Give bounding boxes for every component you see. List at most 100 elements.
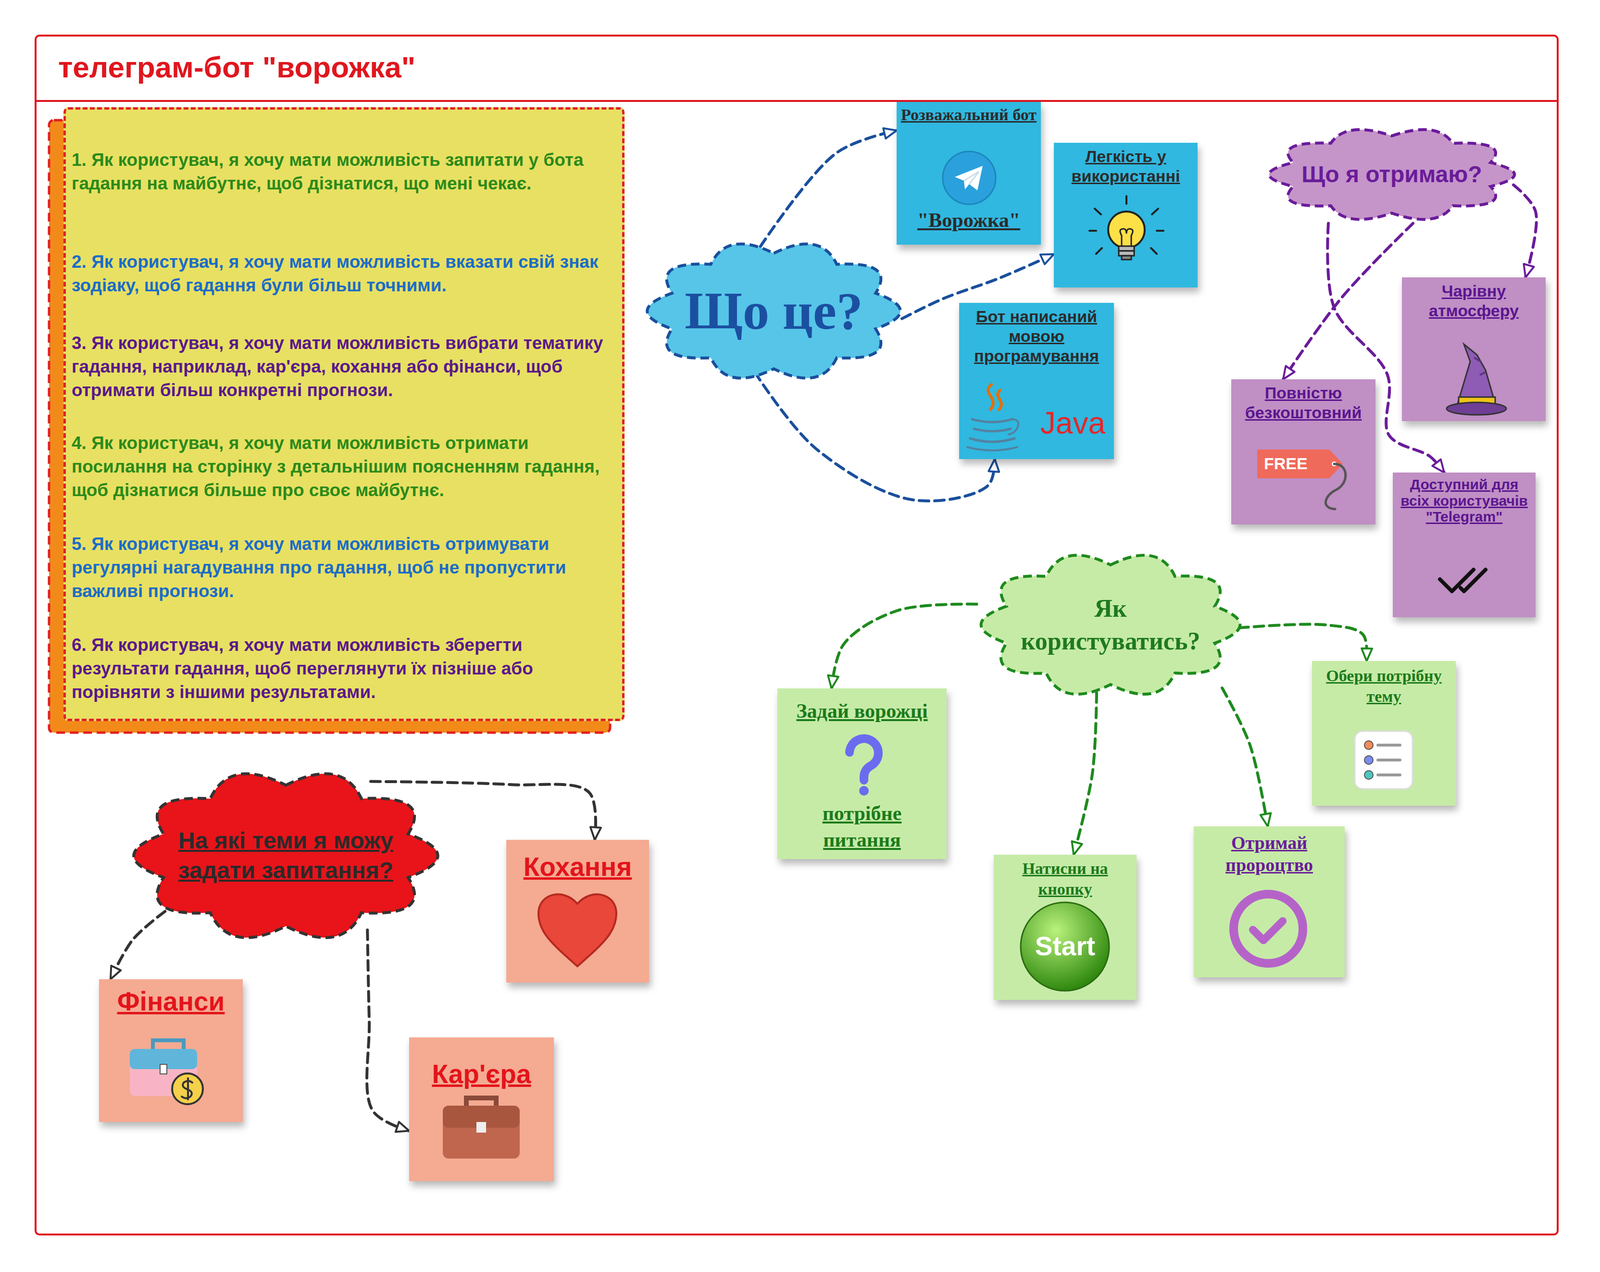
frame-part — [35, 100, 1558, 102]
connector — [827, 604, 977, 689]
node-label: Обери потрібну тему — [1315, 665, 1452, 707]
list-icon-part — [1364, 770, 1374, 780]
node-label: 4. Як користувач, я хочу мати можливість… — [71, 431, 617, 503]
arrow-head — [395, 1122, 410, 1133]
free-tag-icon-part — [1325, 463, 1346, 510]
wizard-hat-icon-part — [1456, 344, 1497, 407]
node-label: Легкість у використанні — [1057, 146, 1194, 187]
node-label: Доступний для всіх користувачів "Telegra… — [1396, 476, 1532, 525]
java-logo-part — [987, 384, 1002, 410]
node-label: 5. Як користувач, я хочу мати можливість… — [71, 532, 617, 604]
check-circle-icon-part — [1252, 921, 1283, 941]
sticky-note: Натисни на кнопкуStart — [993, 854, 1137, 1000]
career-briefcase-icon-part — [476, 1122, 487, 1133]
double-tick-icon — [1439, 569, 1486, 592]
check-circle-icon-part — [1233, 894, 1303, 964]
java-logo-part — [1007, 419, 1019, 435]
wizard-hat-icon-part — [1458, 397, 1496, 404]
sticky-note: Отримай пророцтво — [1193, 826, 1345, 978]
node-label: потрібне питання — [799, 800, 925, 853]
topic-cloud: Як користуватись? — [971, 545, 1250, 704]
node-label: Бот написаний мовою програмування — [962, 306, 1111, 366]
finance-briefcase-icon-part — [129, 1049, 198, 1070]
finance-briefcase-icon-part — [181, 1078, 193, 1100]
node-label: "Ворожка" — [900, 208, 1038, 232]
node-label: Java — [1040, 406, 1106, 440]
lightbulb-icon-part — [1156, 229, 1164, 232]
node-label: Як користуватись? — [1009, 592, 1212, 658]
cloud-shape — [1269, 129, 1515, 220]
node-label: Кохання — [510, 851, 646, 883]
node-label: Задай ворожці — [781, 698, 943, 725]
node-label: 2. Як користувач, я хочу мати можливість… — [71, 250, 617, 298]
lightbulb-icon-part — [1108, 211, 1145, 249]
connector-line — [110, 911, 165, 980]
arrow-head — [988, 459, 1000, 473]
cloud-shape — [647, 243, 901, 378]
arrow-head — [1283, 365, 1295, 380]
topic-cloud: На які теми я можу задати запитання? — [122, 762, 450, 949]
node-label: Start — [997, 931, 1133, 962]
arrow-head — [1260, 813, 1272, 827]
sticky-note: Фінанси — [99, 979, 243, 1123]
arrow-head — [1071, 841, 1082, 855]
wizard-hat-icon — [1446, 344, 1507, 415]
free-tag-icon-part — [1257, 449, 1343, 479]
node-label: На які теми я можу задати запитання? — [156, 825, 416, 887]
finance-briefcase-icon-part — [152, 1040, 184, 1050]
cloud-shape — [133, 774, 438, 938]
sticky-note: Бот написаний мовою програмуванняJava — [959, 302, 1114, 460]
free-tag-icon-part — [1331, 461, 1337, 467]
arrow-head — [110, 965, 121, 980]
lightbulb-icon-part — [1120, 228, 1133, 247]
wizard-hat-icon-part — [1446, 402, 1507, 415]
lightbulb-icon-part — [1094, 208, 1101, 215]
lightbulb-icon-part — [1096, 248, 1102, 254]
lightbulb-icon-part — [1089, 196, 1164, 254]
start-button-icon — [1020, 902, 1110, 991]
cloud-outline — [971, 545, 1250, 704]
topic-cloud: Що це? — [637, 234, 911, 388]
connector — [1238, 624, 1373, 662]
connector — [760, 128, 897, 248]
node-label: Розважальний бот — [900, 104, 1038, 125]
node-label: Фінанси — [102, 986, 239, 1017]
list-icon-part — [1377, 745, 1400, 775]
cloud-shape — [981, 555, 1241, 695]
telegram-icon-part — [963, 171, 979, 185]
sticky-note: Розважальний бот "Ворожка" — [896, 101, 1041, 245]
list-icon — [1354, 731, 1413, 789]
sticky-note: Задай ворожці потрібне питання — [777, 688, 947, 860]
lightbulb-icon-part — [1125, 196, 1128, 204]
user-stories-panel: 1. Як користувач, я хочу мати можливість… — [63, 107, 625, 722]
node-label: Отримай пророцтво — [1197, 832, 1341, 876]
node-label: 3. Як користувач, я хочу мати можливість… — [71, 331, 617, 403]
list-icon-part — [1364, 755, 1374, 765]
question-mark-icon — [849, 738, 879, 796]
finance-briefcase-icon-part — [160, 1064, 167, 1075]
finance-briefcase-icon-part — [172, 1073, 203, 1105]
cloud-outline — [122, 762, 450, 949]
career-briefcase-icon-part — [442, 1105, 520, 1128]
connector — [110, 911, 165, 980]
arrow-head — [1361, 648, 1373, 662]
java-logo — [967, 384, 1019, 451]
node-label: Повністю безкоштовний — [1235, 383, 1372, 423]
diagram-title: телеграм-бот "ворожка" — [58, 50, 416, 85]
node-label: 6. Як користувач, я хочу мати можливість… — [71, 633, 617, 705]
heart-icon — [538, 894, 617, 967]
list-icon-part — [1354, 731, 1413, 789]
career-briefcase-icon-part — [466, 1098, 497, 1107]
career-briefcase-icon — [442, 1098, 520, 1159]
telegram-icon — [942, 151, 996, 205]
sticky-note: Чарівну атмосферу — [1401, 277, 1546, 422]
sticky-note: Кохання — [506, 839, 650, 983]
connector-line — [831, 604, 977, 689]
lightbulb-icon-part — [1151, 208, 1159, 215]
arrow-head — [1040, 254, 1054, 265]
node-label: Кар'єра — [412, 1059, 550, 1090]
start-button-icon-part — [1020, 902, 1110, 991]
wizard-hat-icon-part — [1474, 357, 1486, 375]
topic-cloud: Що я отримаю? — [1259, 122, 1525, 227]
connector — [366, 929, 410, 1132]
